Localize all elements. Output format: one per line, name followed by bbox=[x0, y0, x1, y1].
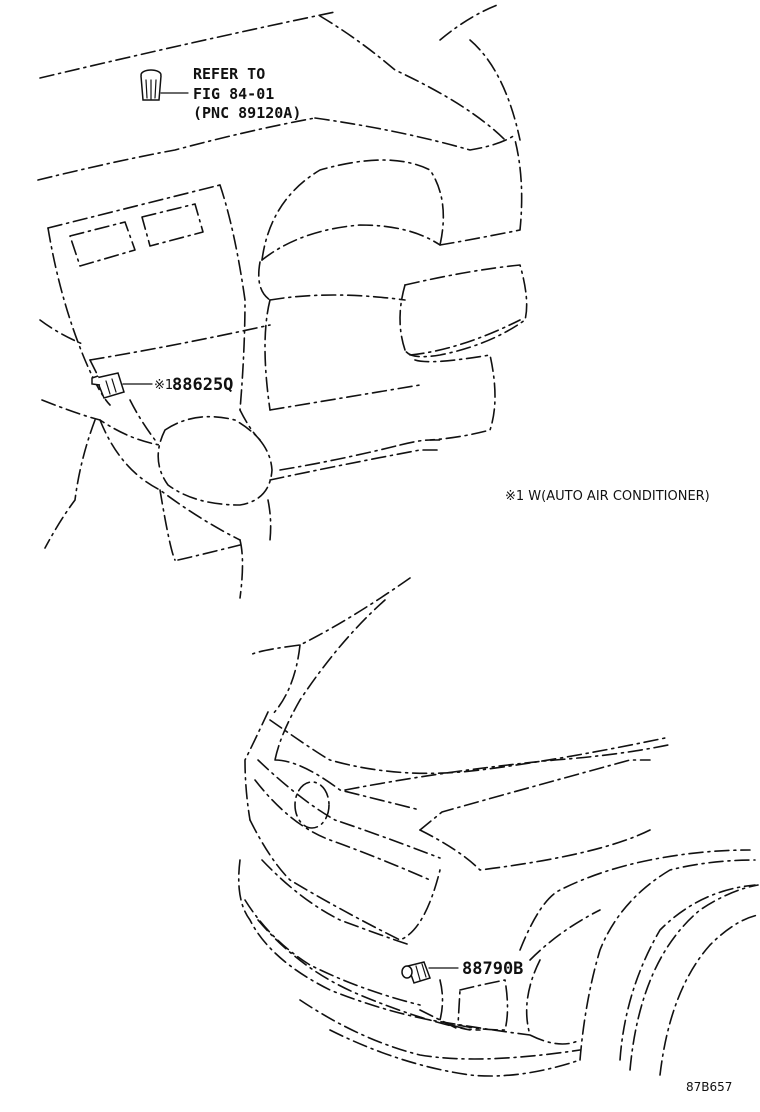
refer-line-3: (PNC 89120A) bbox=[193, 104, 301, 122]
footnote: ※1 W(AUTO AIR CONDITIONER) bbox=[505, 489, 710, 504]
sensor-88625Q-icon bbox=[91, 372, 153, 399]
part-mark-88625Q: ※1 bbox=[154, 378, 173, 393]
instrument-panel-drawing bbox=[37, 3, 528, 599]
figure-code: 87B657 bbox=[686, 1080, 732, 1094]
part-number-88790B: 88790B bbox=[462, 959, 523, 979]
refer-part-icon bbox=[140, 69, 189, 101]
part-number-88625Q: 88625Q bbox=[172, 375, 233, 395]
front-bumper-drawing bbox=[237, 577, 759, 1077]
refer-line-2: FIG 84-01 bbox=[193, 85, 274, 103]
refer-line-1: REFER TO bbox=[193, 65, 265, 83]
sensor-88790B-icon bbox=[401, 961, 459, 984]
